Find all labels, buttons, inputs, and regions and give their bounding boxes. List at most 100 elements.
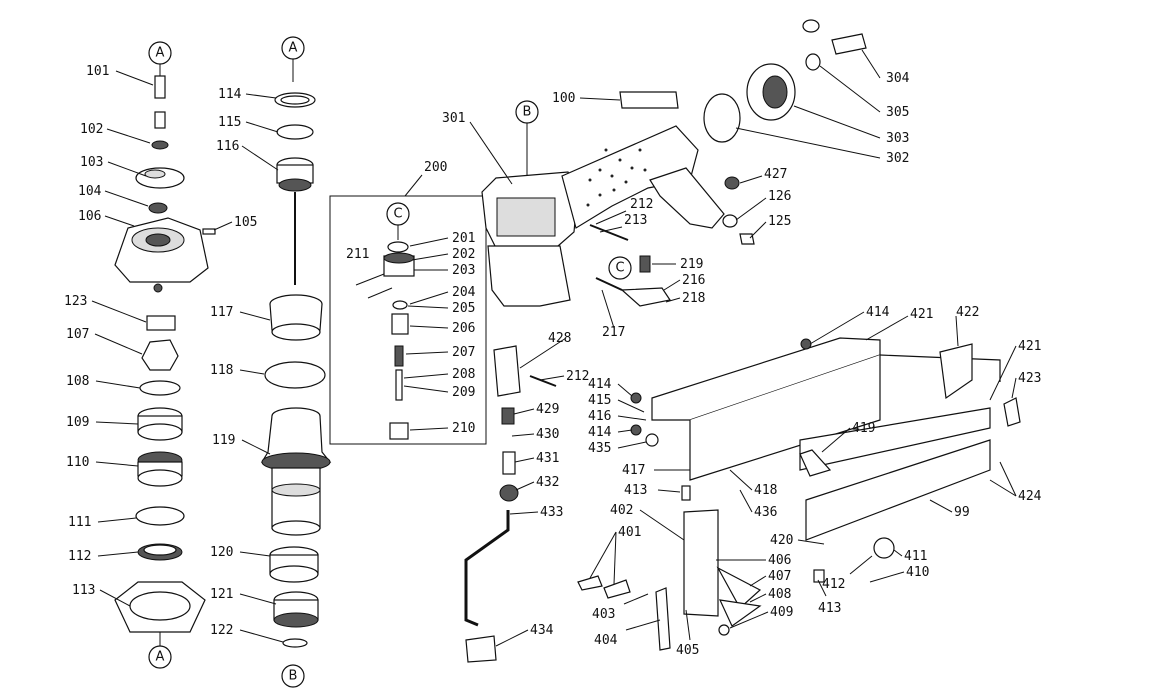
part-216-trigger	[620, 287, 671, 307]
part-label: 413	[818, 601, 841, 616]
magazine-back	[879, 354, 1001, 382]
part-label: 203	[452, 263, 475, 278]
part-label: 431	[536, 451, 559, 466]
part-407-latch	[716, 566, 762, 609]
part-102-pin	[154, 111, 166, 129]
part-404-arm	[655, 587, 671, 651]
part-label: 433	[540, 505, 563, 520]
part-label: 434	[530, 623, 554, 638]
housing-grip	[649, 167, 725, 229]
part-label: 416	[588, 409, 611, 424]
part-label: 107	[66, 327, 89, 342]
part-label: 202	[452, 247, 475, 262]
ref-circle-b-bottom	[281, 664, 305, 688]
part-label: 110	[66, 455, 89, 470]
magazine-assembly	[577, 337, 1021, 651]
part-115-oring	[276, 124, 314, 140]
part-label: 207	[452, 345, 475, 360]
part-431-block	[502, 451, 516, 475]
part-201	[387, 241, 409, 253]
group-200-frame	[329, 195, 487, 445]
part-304-fitting	[831, 33, 867, 55]
part-label: 304	[886, 71, 910, 86]
part-label: 401	[618, 525, 641, 540]
part-118-oring	[264, 361, 326, 389]
part-label: 201	[452, 231, 475, 246]
part-label: 414	[588, 377, 612, 392]
part-label: 301	[442, 111, 465, 126]
part-label: 119	[212, 433, 235, 448]
part-label: 122	[210, 623, 233, 638]
part-label: 101	[86, 64, 109, 79]
part-label: 415	[588, 393, 611, 408]
trigger-valve-box	[329, 174, 487, 445]
part-label: 403	[592, 607, 615, 622]
part-label: 419	[852, 421, 875, 436]
part-label: 99	[954, 505, 970, 520]
part-label: 113	[72, 583, 95, 598]
housing-nose	[487, 245, 571, 307]
part-402-guide	[683, 509, 719, 617]
ref-circle-c-body	[608, 256, 632, 280]
part-label: 118	[210, 363, 233, 378]
part-label: 422	[956, 305, 979, 320]
part-label: 117	[210, 305, 233, 320]
part-99-pusher	[805, 439, 991, 541]
part-421-channel	[799, 407, 991, 471]
part-408-lever	[718, 599, 762, 627]
part-label: 204	[452, 285, 476, 300]
part-414-nut-a	[630, 392, 642, 404]
part-108-oring	[139, 380, 181, 396]
part-label: 106	[78, 209, 101, 224]
part-label: 108	[66, 374, 89, 389]
part-label: 125	[768, 214, 791, 229]
cap-assembly	[114, 41, 216, 669]
part-label: 432	[536, 475, 559, 490]
part-401-bolt-b	[603, 579, 631, 599]
part-419-follower	[799, 449, 832, 477]
part-104-ring	[148, 202, 168, 214]
part-125-bolt	[739, 233, 755, 245]
part-label: 115	[218, 115, 241, 130]
part-413-screw-a	[681, 485, 691, 501]
part-label: 410	[906, 565, 929, 580]
part-435-nut	[645, 433, 659, 447]
part-207-spring	[394, 345, 404, 367]
piston-assembly	[260, 36, 332, 688]
part-label: 414	[866, 305, 890, 320]
part-label: 417	[622, 463, 645, 478]
part-label: 420	[770, 533, 793, 548]
part-label: 402	[610, 503, 633, 518]
part-label: 210	[452, 421, 475, 436]
part-210	[389, 422, 409, 440]
part-208-stem	[395, 369, 403, 401]
part-label: 102	[80, 122, 103, 137]
part-101-bolt	[154, 75, 166, 99]
part-111-oring	[135, 506, 185, 526]
part-401-bolt-a	[577, 575, 603, 591]
part-label: 429	[536, 402, 559, 417]
part-label: 109	[66, 415, 89, 430]
part-302-oring	[703, 93, 741, 143]
ref-letter-b: B	[289, 669, 298, 684]
part-100-pad	[619, 91, 679, 109]
part-428-bracket	[493, 345, 521, 397]
part-label: 121	[210, 587, 233, 602]
ref-letter-a: A	[289, 41, 298, 56]
part-126-washer	[722, 214, 738, 228]
part-label: 404	[594, 633, 618, 648]
part-411-knob	[873, 537, 895, 559]
ref-letter-c: C	[393, 207, 402, 222]
ref-letter-a: A	[156, 46, 165, 61]
part-label: 218	[682, 291, 705, 306]
part-422-plate	[939, 343, 973, 400]
part-label: 104	[78, 184, 102, 199]
leader-lines	[91, 49, 1017, 647]
part-label: 209	[452, 385, 475, 400]
body-housing	[481, 91, 725, 307]
part-305-washer	[805, 53, 821, 71]
part-414-nut-c	[800, 338, 812, 350]
part-label: 413	[624, 483, 647, 498]
magazine-side-plate	[689, 355, 881, 481]
part-label: 216	[682, 273, 705, 288]
